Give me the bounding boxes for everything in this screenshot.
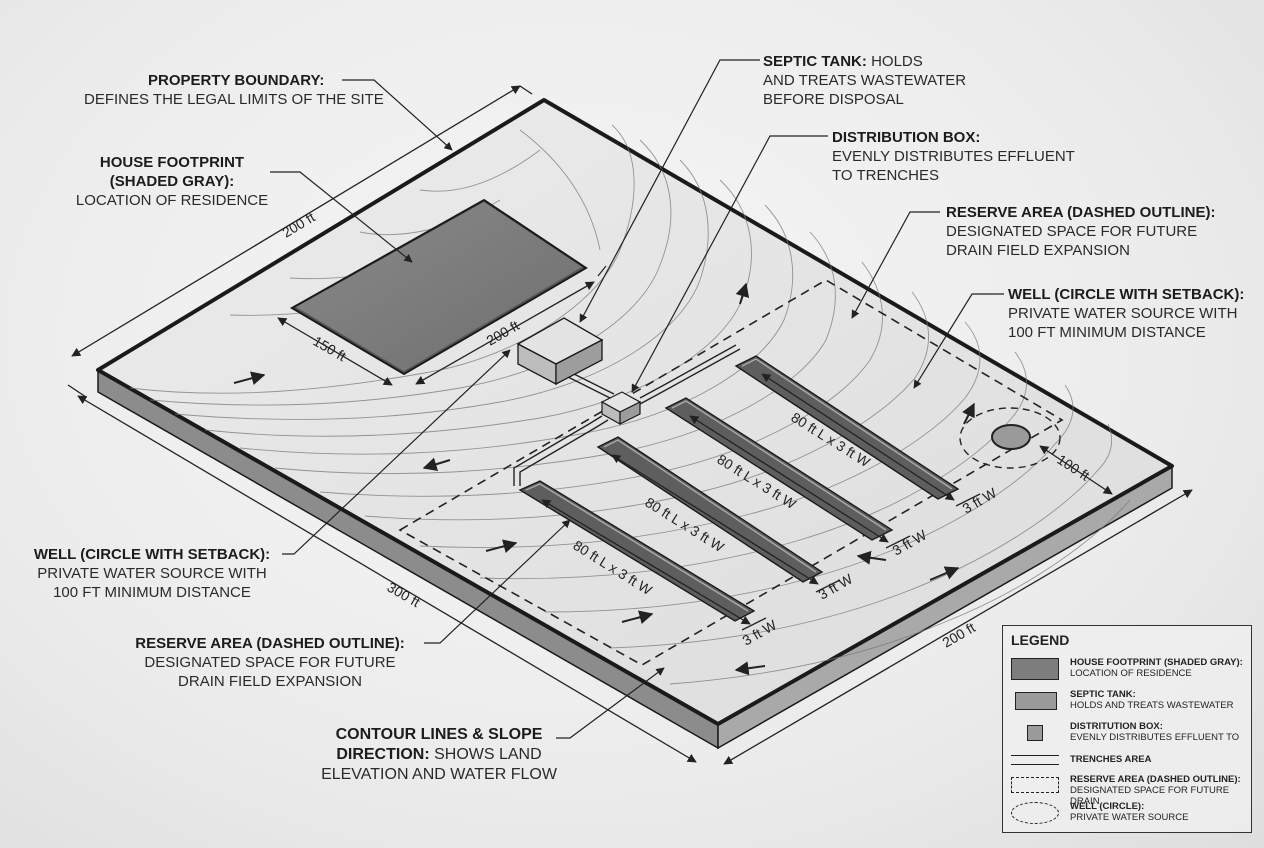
legend-item-house: HOUSE FOOTPRINT (SHADED GRAY):LOCATION O… [1011, 656, 1247, 686]
callout-septic-tank: SEPTIC TANK: HOLDS AND TREATS WASTEWATER… [763, 52, 966, 109]
legend-item-septic: SEPTIC TANK:HOLDS AND TREATS WASTEWATER [1011, 688, 1247, 718]
callout-reserve-area-left: RESERVE AREA (DASHED OUTLINE): DESIGNATE… [112, 634, 428, 691]
legend-distribution-swatch [1027, 725, 1043, 741]
well-setback-circle [959, 407, 1061, 469]
callout-contour-desc-1: SHOWS LAND [434, 746, 542, 763]
dim-top-edge: 200 ft [279, 209, 317, 241]
legend-well-label: WELL (CIRCLE): [1070, 801, 1145, 812]
callout-septic-tank-desc-3: BEFORE DISPOSAL [763, 91, 904, 108]
dim-right-edge: 200 ft [940, 619, 978, 650]
legend-distribution-label: DISTRITUTION BOX: [1070, 721, 1163, 732]
dimension-lines [67, 85, 1193, 765]
legend-reserve-swatch [1011, 777, 1059, 793]
callout-house-footprint: HOUSE FOOTPRINT (SHADED GRAY): LOCATION … [72, 153, 272, 210]
callout-reserve-area-right: RESERVE AREA (DASHED OUTLINE): DESIGNATE… [946, 203, 1215, 260]
leader-lines [270, 59, 1004, 739]
legend-item-reserve: RESERVE AREA (DASHED OUTLINE):DESIGNATED… [1011, 773, 1247, 807]
callout-distribution-box-title: DISTRIBUTION BOX: [832, 129, 981, 146]
callout-contour-title-1: CONTOUR LINES & SLOPE [335, 726, 543, 743]
callout-contour: CONTOUR LINES & SLOPE DIRECTION: SHOWS L… [312, 725, 566, 785]
legend-item-well: WELL (CIRCLE):PRIVATE WATER SOURCE [1011, 800, 1247, 830]
legend-septic-swatch [1015, 692, 1057, 710]
callout-contour-title-2: DIRECTION: [336, 746, 430, 763]
callout-well-right: WELL (CIRCLE WITH SETBACK): PRIVATE WATE… [1008, 285, 1244, 342]
callout-reserve-area-right-desc-1: DESIGNATED SPACE FOR FUTURE [946, 223, 1198, 240]
callout-reserve-area-right-desc-2: DRAIN FIELD EXPANSION [946, 242, 1130, 259]
callout-well-left: WELL (CIRCLE WITH SETBACK): PRIVATE WATE… [24, 545, 280, 602]
callout-house-footprint-title-2: (SHADED GRAY): [109, 173, 235, 190]
callout-reserve-area-left-title: RESERVE AREA (DASHED OUTLINE): [135, 635, 405, 652]
callout-well-right-title: WELL (CIRCLE WITH SETBACK): [1008, 286, 1245, 303]
callout-septic-tank-desc-2: AND TREATS WASTEWATER [763, 72, 967, 89]
legend-reserve-desc: DESIGNATED SPACE FOR FUTURE DRAIN [1070, 785, 1230, 807]
legend-septic-label: SEPTIC TANK: [1070, 689, 1136, 700]
legend-trenches-label: TRENCHES AREA [1070, 754, 1152, 765]
legend-well-desc: PRIVATE WATER SOURCE [1070, 812, 1189, 823]
legend-septic-desc: HOLDS AND TREATS WASTEWATER [1070, 700, 1234, 711]
legend-trenches-swatch [1011, 755, 1059, 765]
callout-septic-tank-desc-1: HOLDS [871, 53, 923, 70]
callout-reserve-area-right-title: RESERVE AREA (DASHED OUTLINE): [946, 204, 1216, 221]
callout-distribution-box: DISTRIBUTION BOX: EVENLY DISTRIBUTES EFF… [832, 128, 1075, 185]
legend-house-label: HOUSE FOOTPRINT (SHADED GRAY): [1070, 657, 1243, 668]
callout-well-right-desc-1: PRIVATE WATER SOURCE WITH [1008, 305, 1238, 322]
callout-distribution-box-desc-1: EVENLY DISTRIBUTES EFFLUENT [832, 148, 1075, 165]
callout-well-left-desc-1: PRIVATE WATER SOURCE WITH [37, 565, 267, 582]
callout-well-right-desc-2: 100 ft MINIMUM DISTANCE [1008, 324, 1206, 341]
reserve-area [398, 279, 1064, 666]
callout-house-footprint-desc: LOCATION OF RESIDENCE [75, 192, 269, 209]
legend-item-trenches: TRENCHES AREA [1011, 750, 1247, 780]
legend-reserve-label: RESERVE AREA (DASHED OUTLINE): [1070, 774, 1241, 785]
legend-house-swatch [1011, 658, 1059, 680]
callout-well-left-desc-2: 100 ft MINIMUM DISTANCE [53, 584, 251, 601]
dim-left-edge: 300 ft [385, 579, 423, 610]
callout-house-footprint-title-1: HOUSE FOOTPRINT [99, 154, 245, 171]
callout-septic-tank-title: SEPTIC TANK: [763, 53, 867, 70]
callout-contour-desc-2: ELEVATION AND WATER FLOW [321, 766, 557, 783]
callout-well-left-title: WELL (CIRCLE WITH SETBACK): [33, 546, 271, 563]
legend: LEGEND HOUSE FOOTPRINT (SHADED GRAY):LOC… [1002, 625, 1252, 833]
callout-property-boundary-desc: DEFINES THE LEGAL LIMITS OF THE SITE [84, 91, 384, 108]
legend-distribution-desc: EVENLY DISTRIBUTES EFFLUENT TO [1070, 732, 1240, 743]
legend-house-desc: LOCATION OF RESIDENCE [1070, 668, 1192, 679]
callout-reserve-area-left-desc-2: DRAIN FIELD EXPANSION [178, 673, 362, 690]
legend-well-swatch [1011, 802, 1059, 824]
callout-property-boundary-title: PROPERTY BOUNDARY: [148, 72, 325, 89]
well-icon [991, 424, 1031, 450]
callout-property-boundary: PROPERTY BOUNDARY: DEFINES THE LEGAL LIM… [84, 71, 384, 109]
legend-title: LEGEND [1011, 632, 1070, 648]
callout-reserve-area-left-desc-1: DESIGNATED SPACE FOR FUTURE [144, 654, 396, 671]
legend-item-distribution: DISTRITUTION BOX:EVENLY DISTRIBUTES EFFL… [1011, 720, 1247, 750]
callout-distribution-box-desc-2: TO TRENCHES [832, 167, 939, 184]
